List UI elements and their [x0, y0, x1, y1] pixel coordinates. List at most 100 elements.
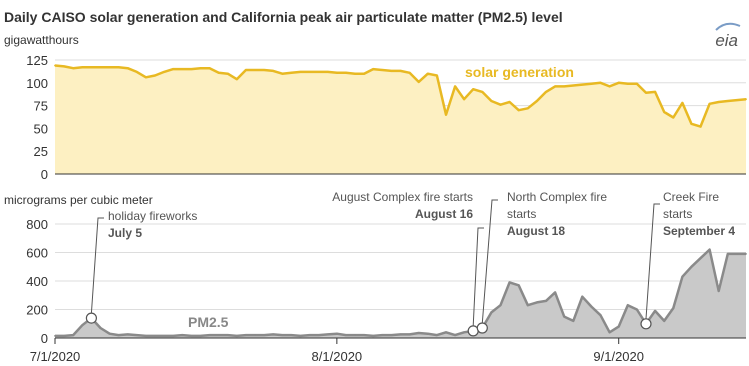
data-point [590, 305, 593, 308]
data-point [645, 91, 647, 94]
data-point [454, 85, 456, 88]
data-point [408, 71, 411, 74]
data-point [199, 335, 202, 337]
data-point [590, 82, 593, 85]
data-point [626, 82, 629, 85]
data-point [408, 333, 411, 336]
annotation-marker [640, 318, 652, 330]
series-label-pm25: PM2.5 [188, 314, 229, 330]
data-point [708, 102, 711, 105]
data-point [117, 334, 120, 336]
data-point [135, 334, 138, 336]
data-point [345, 71, 347, 74]
data-point [145, 335, 147, 337]
annotation-text: holiday fireworks [108, 209, 197, 223]
data-point [99, 327, 102, 329]
data-point [245, 69, 247, 71]
data-point [617, 325, 620, 328]
y-tick-label: 125 [26, 53, 48, 68]
data-point [154, 74, 156, 77]
eia-logo: eia [715, 31, 738, 50]
data-point [226, 72, 229, 75]
data-point [572, 84, 575, 87]
y-tick-label: 0 [41, 331, 48, 346]
annotation-text-line: starts [507, 207, 536, 221]
data-point [554, 85, 556, 88]
series-area [55, 249, 746, 338]
data-point [208, 334, 211, 336]
y-tick-label: 800 [26, 217, 48, 232]
data-point [626, 304, 629, 307]
data-point [717, 290, 720, 292]
x-tick-label: 8/1/2020 [312, 349, 363, 364]
data-point [72, 334, 75, 336]
data-point [181, 334, 184, 336]
pm-ylabel: micrograms per cubic meter [4, 193, 153, 207]
data-point [672, 116, 675, 119]
data-point [636, 82, 638, 85]
data-point [417, 81, 420, 83]
data-point [745, 253, 747, 255]
data-point [254, 334, 256, 336]
data-point [736, 99, 738, 101]
data-point [536, 100, 538, 102]
data-point [345, 334, 347, 336]
data-point [226, 334, 229, 336]
data-point [290, 71, 293, 74]
data-point [499, 103, 502, 106]
eia-logo-swoosh [715, 22, 741, 31]
data-point [90, 66, 93, 69]
data-point [336, 332, 338, 335]
x-tick-label: 7/1/2020 [30, 349, 81, 364]
data-point [445, 331, 447, 334]
y-tick-label: 25 [34, 144, 48, 159]
annotation-date: July 5 [108, 226, 142, 240]
data-point [390, 334, 393, 336]
data-point [272, 333, 275, 336]
data-point [554, 291, 556, 294]
data-point [208, 67, 211, 70]
annotation-leader [645, 203, 660, 319]
data-point [681, 102, 684, 104]
data-point [426, 72, 429, 75]
data-point [199, 67, 202, 70]
data-point [54, 335, 56, 337]
annotation-leader [481, 199, 498, 324]
data-point [399, 70, 402, 72]
data-point [63, 65, 65, 68]
data-point [254, 69, 256, 71]
data-point [726, 253, 729, 255]
data-point [636, 308, 638, 311]
data-point [526, 107, 529, 110]
data-point [699, 257, 702, 260]
data-point [372, 335, 375, 337]
data-point [708, 248, 711, 251]
chart-title: Daily CAISO solar generation and Califor… [4, 9, 563, 25]
data-point [508, 281, 511, 284]
y-tick-label: 75 [34, 99, 48, 114]
series-label-solar: solar generation [465, 64, 574, 80]
annotation-marker [467, 325, 479, 337]
annotation-marker [476, 322, 488, 334]
solar-ylabel: gigawatthours [4, 33, 79, 47]
data-point [308, 71, 311, 73]
data-point [563, 315, 566, 318]
data-point [63, 335, 65, 337]
data-point [126, 333, 129, 336]
data-point [363, 72, 365, 75]
data-point [681, 275, 684, 278]
data-point [745, 98, 747, 101]
data-point [217, 71, 220, 74]
data-point [599, 314, 602, 317]
y-tick-label: 400 [26, 274, 48, 289]
data-point [245, 334, 247, 336]
data-point [217, 334, 220, 336]
data-point [436, 74, 438, 77]
annotation-date: August 18 [507, 224, 565, 238]
data-point [417, 332, 420, 334]
